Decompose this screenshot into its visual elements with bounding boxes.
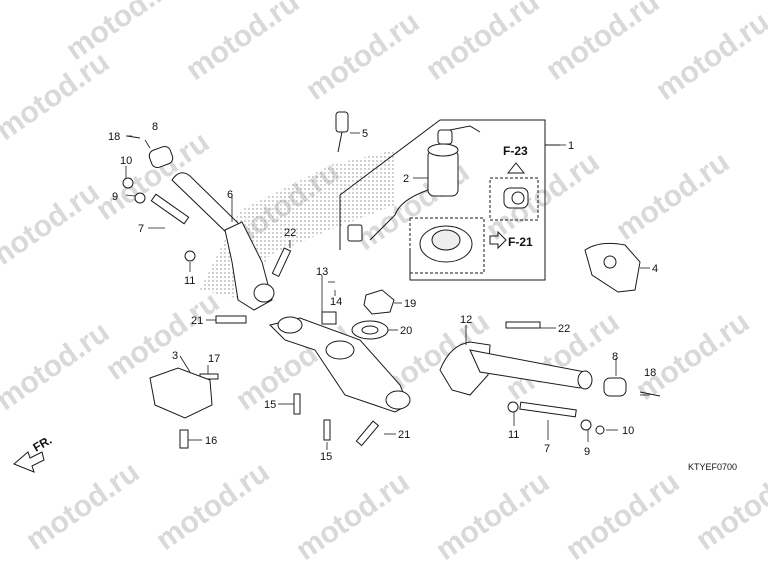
- callout-2: 2: [403, 173, 409, 185]
- callout-7a: 7: [138, 223, 144, 235]
- callout-12: 12: [460, 314, 472, 326]
- top-bridge: [269, 311, 411, 413]
- switch-cover: [584, 242, 641, 293]
- callout-13: 13: [316, 266, 328, 278]
- key: [335, 111, 349, 153]
- callouts: 1 2 3 4 5 6 7 7 8 8 9 9 10 10 11 11 12 1…: [108, 121, 658, 463]
- callout-9a: 9: [112, 191, 118, 203]
- left-bar-end-parts: [122, 135, 196, 262]
- callout-8a: 8: [152, 121, 158, 133]
- callout-1: 1: [568, 140, 574, 152]
- front-marker: FR.: [13, 433, 55, 473]
- callout-21a: 21: [191, 315, 203, 327]
- callout-14: 14: [330, 296, 342, 308]
- callout-3: 3: [172, 350, 178, 362]
- callout-11b: 11: [508, 429, 519, 441]
- f23-inset: F-23: [489, 144, 539, 221]
- callout-10b: 10: [622, 425, 634, 437]
- callout-22a: 22: [284, 227, 296, 239]
- callout-16: 16: [205, 435, 217, 447]
- f21-inset: F-21: [409, 217, 533, 274]
- callout-18b: 18: [644, 367, 656, 379]
- callout-22b: 22: [558, 323, 570, 335]
- callout-6: 6: [227, 189, 233, 201]
- callout-8b: 8: [612, 351, 618, 363]
- callout-21b: 21: [398, 429, 410, 441]
- ignition-switch: [347, 125, 481, 242]
- steering-nut: [351, 289, 395, 340]
- ref-f21: F-21: [508, 235, 533, 249]
- front-label: FR.: [31, 433, 55, 455]
- left-handlebar: [171, 172, 275, 311]
- callout-11a: 11: [184, 275, 195, 287]
- callout-5: 5: [362, 128, 368, 140]
- leader-lines: [125, 132, 650, 450]
- right-bar-end-parts: [507, 377, 661, 435]
- callout-15a: 15: [264, 399, 276, 411]
- callout-9b: 9: [584, 446, 590, 458]
- ref-f23: F-23: [503, 144, 528, 158]
- callout-20: 20: [400, 325, 412, 337]
- callout-4: 4: [652, 263, 658, 275]
- bracket: [149, 367, 213, 419]
- diagram-code: KTYEF0700: [688, 462, 737, 472]
- callout-7b: 7: [544, 443, 550, 455]
- right-handlebar: [439, 341, 593, 396]
- callout-15b: 15: [320, 451, 332, 463]
- callout-18a: 18: [108, 131, 120, 143]
- callout-17: 17: [208, 353, 220, 365]
- callout-10a: 10: [120, 155, 132, 167]
- callout-19: 19: [404, 298, 416, 310]
- bolts: [179, 247, 541, 449]
